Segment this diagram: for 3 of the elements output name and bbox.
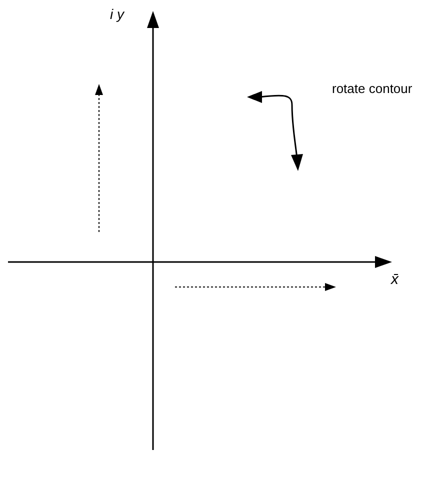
axis-label: x̄ (391, 272, 398, 287)
axis-label: i y (110, 7, 124, 21)
annotation-text: rotate contour (332, 82, 412, 95)
